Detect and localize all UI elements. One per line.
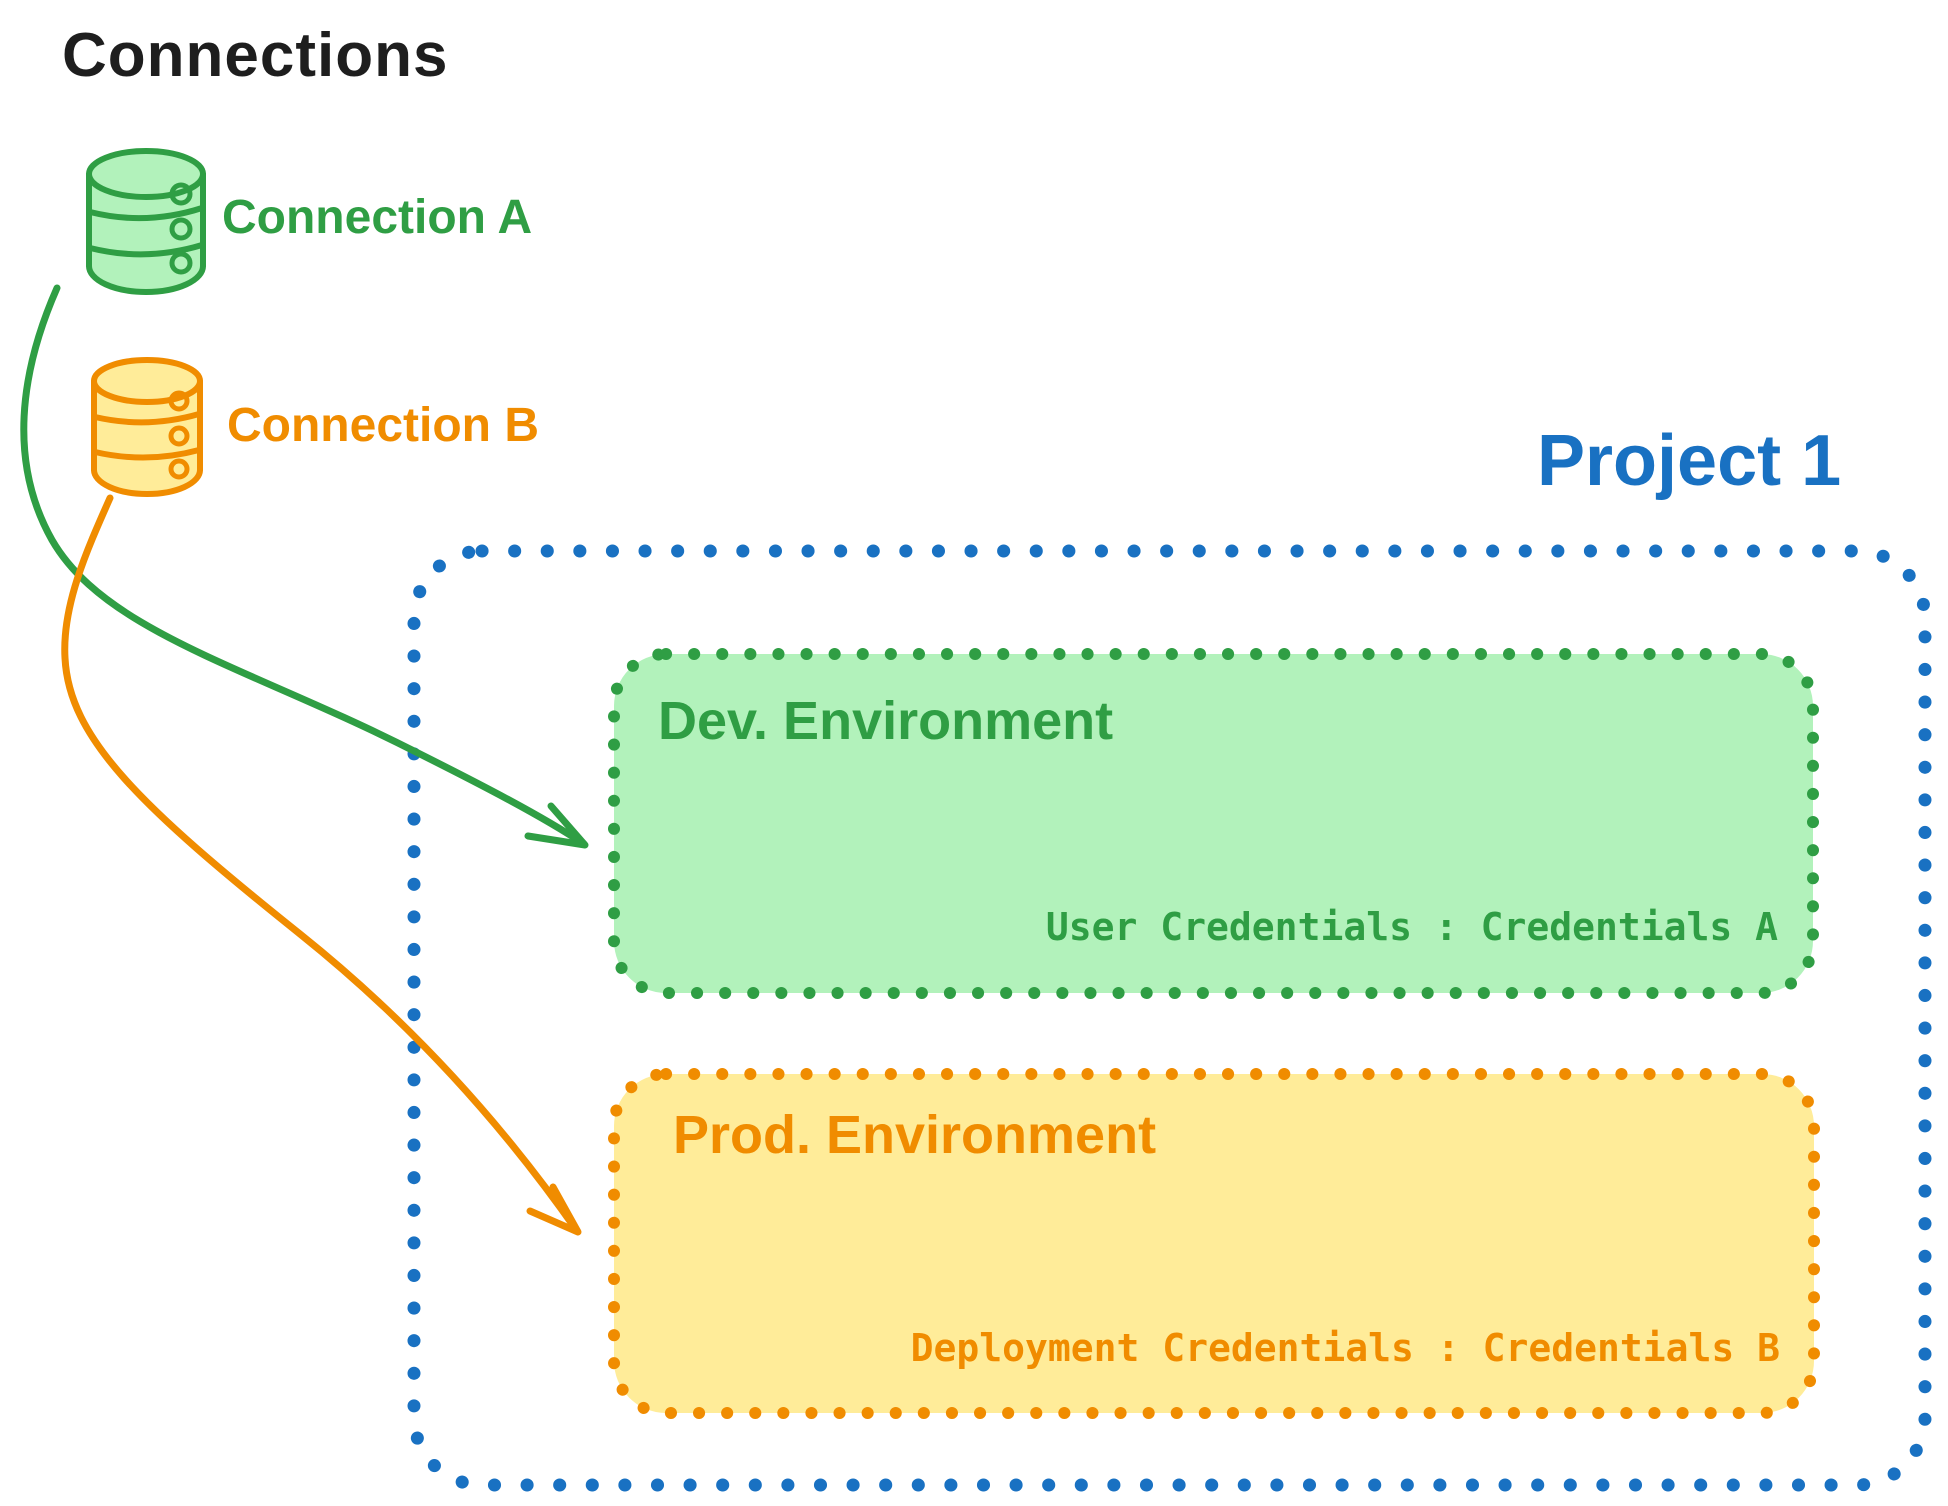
database-cylinder-icon (86, 148, 206, 295)
prod-environment-credentials: Deployment Credentials : Credentials B (910, 1326, 1780, 1370)
project-box (407, 544, 1932, 1492)
arrow-connection-b-to-prod (61, 494, 582, 1236)
connection-b-label: Connection B (227, 399, 539, 452)
connection-a-label: Connection A (222, 191, 533, 244)
dev-environment-credentials: User Credentials : Credentials A (1045, 905, 1778, 949)
prod-environment-title: Prod. Environment (673, 1105, 1157, 1165)
project-title: Project 1 (1537, 421, 1842, 501)
dev-environment-title: Dev. Environment (658, 691, 1114, 751)
arrowhead (524, 802, 589, 849)
prod-environment-box (608, 1068, 1820, 1419)
diagram-title: Connections (62, 21, 449, 90)
dev-environment-box (608, 648, 1819, 999)
database-cylinder-icon (91, 357, 203, 497)
arrow-connection-a-to-dev (20, 284, 589, 849)
arrowhead (526, 1183, 582, 1236)
